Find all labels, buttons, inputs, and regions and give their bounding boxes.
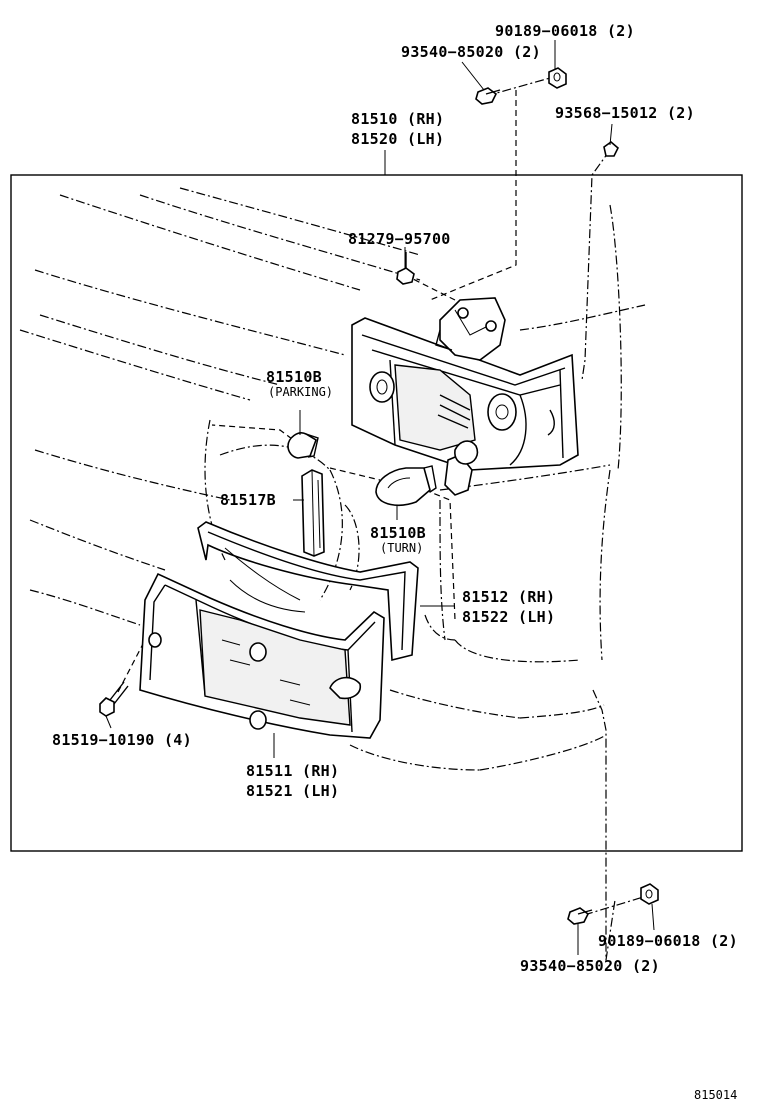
diagram-frame (10, 174, 743, 852)
label-bulb-parking-note: (PARKING) (268, 385, 333, 399)
lamp-housing (351, 297, 579, 496)
label-lamp-rh: 81510 (RH) (351, 110, 444, 128)
label-lens-lh: 81521 (LH) (246, 782, 339, 800)
label-nut-upper: 90189−06018 (2) (495, 22, 635, 40)
bulb-parking (287, 432, 319, 459)
lens-gasket (197, 521, 419, 662)
figure-id: 815014 (694, 1088, 737, 1102)
label-lens-rh: 81511 (RH) (246, 762, 339, 780)
label-screw-lower: 93540−85020 (2) (520, 957, 660, 975)
bulb-turn (375, 465, 437, 506)
label-lens-gasket-rh: 81512 (RH) (462, 588, 555, 606)
label-lens-gasket-lh: 81522 (LH) (462, 608, 555, 626)
label-screw-upper: 93540−85020 (2) (401, 43, 541, 61)
label-gasket-strip: 81517B (220, 491, 276, 509)
hardware (99, 67, 659, 925)
label-bolt-top: 81279−95700 (348, 230, 451, 248)
label-bulb-parking: 81510B (266, 368, 322, 386)
assembly-leader-lines (117, 77, 651, 961)
label-clip-screw: 93568−15012 (2) (555, 104, 695, 122)
gasket-strip (301, 469, 325, 557)
lens-cover (139, 572, 385, 739)
label-nut-lower: 90189−06018 (2) (598, 932, 738, 950)
callout-leaders (105, 40, 655, 955)
label-bulb-turn-note: (TURN) (380, 541, 423, 555)
label-lens-screw: 81519−10190 (4) (52, 731, 192, 749)
label-lamp-lh: 81520 (LH) (351, 130, 444, 148)
label-bulb-turn: 81510B (370, 524, 426, 542)
